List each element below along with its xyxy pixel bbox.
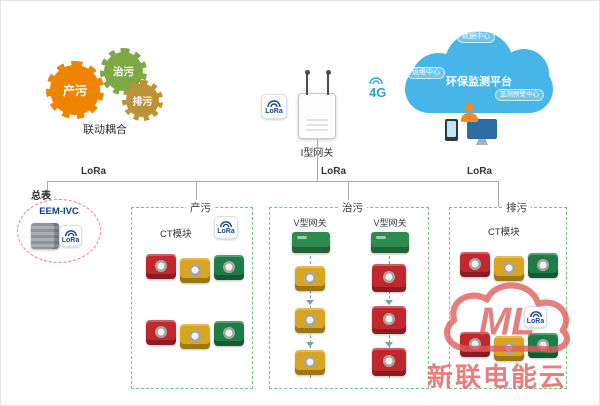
4g-label: 4G [369, 85, 387, 100]
connector-box-zhiwu [348, 181, 349, 207]
lora-badge-meter-label: LoRa [61, 236, 80, 244]
v-gateway-label-1: V型网关 [293, 218, 327, 228]
cloud-platform-group: 数据中心 运维中心 监测预警中心 环保监测平台 [399, 23, 559, 145]
computer-monitor-icon [467, 119, 497, 139]
lora-waves-icon [529, 310, 542, 317]
connector-gateway [317, 139, 318, 181]
lora-badge-chanwu-label: LoRa [217, 228, 235, 235]
cloud-platform-title: 环保监测平台 [446, 76, 512, 88]
ct-module-green [214, 321, 244, 346]
connector-box-paiwu [498, 181, 499, 207]
ct-module-green [528, 253, 558, 278]
antenna-icon [325, 70, 331, 95]
gear-discharge-pollution-icon: 排污 [122, 80, 163, 121]
gear-production-label: 产污 [62, 83, 87, 98]
user-person-icon [465, 103, 474, 112]
arrow-down-icon [385, 342, 393, 347]
connector-meter [47, 181, 48, 199]
lora-badge-meter: LoRa [59, 225, 82, 247]
v-gateway-device [371, 232, 409, 253]
arrow-down-icon [306, 300, 314, 305]
4g-network-icon: 4G [369, 77, 387, 100]
lora-badge-chanwu: LoRa [214, 216, 238, 239]
energy-meter-icon [31, 223, 59, 249]
ct-module-green [528, 333, 558, 358]
lora-bus-label-right: LoRa [467, 166, 492, 177]
cloud-bubble-data-center: 数据中心 [457, 31, 495, 44]
arrow-down-icon [306, 342, 314, 347]
lora-waves-icon [64, 229, 77, 236]
ct-module-red [372, 306, 406, 334]
lora-bus-label-mid: LoRa [321, 166, 346, 177]
cloud-bubble-warning-center: 监测预警中心 [495, 89, 544, 101]
group-box-chanwu: 产污 CT模块 LoRa [131, 200, 253, 389]
mobile-phone-icon [445, 119, 458, 141]
ct-module-red [146, 254, 176, 279]
gear-discharge-label: 排污 [132, 97, 153, 108]
group-box-paiwu-label: 排污 [502, 200, 531, 215]
lora-badge-paiwu-label: LoRa [526, 317, 545, 325]
ct-module-yellow [180, 324, 210, 349]
gear-production-pollution-icon: 产污 [46, 61, 104, 119]
group-box-chanwu-label: 产污 [186, 200, 215, 215]
ct-module-yellow [295, 308, 325, 333]
cloud-bubble-ops-center: 运维中心 [407, 67, 445, 80]
ct-module-yellow [494, 336, 524, 361]
ct-module-red [146, 320, 176, 345]
ct-module-red [460, 252, 490, 277]
v-gateway-device [292, 232, 330, 253]
lora-bus-label-left: LoRa [81, 166, 106, 177]
group-box-zhiwu-label: 治污 [338, 200, 367, 215]
main-meter-dashed-circle [17, 199, 101, 263]
lora-badge-gateway-label: LoRa [265, 107, 283, 115]
ct-module-yellow [180, 258, 210, 283]
main-meter-label: 总表 [31, 191, 51, 202]
v-gateway-label-2: V型网关 [373, 218, 407, 228]
connector-box-chanwu [196, 181, 197, 207]
lora-waves-icon [267, 99, 281, 107]
lora-bus-line [47, 181, 498, 182]
lora-waves-icon [220, 221, 232, 228]
ct-module-red [372, 264, 406, 292]
antenna-icon [304, 70, 310, 95]
ct-module-green [214, 255, 244, 280]
ct-module-red [460, 332, 490, 357]
ct-module-label-paiwu: CT模块 [488, 227, 520, 238]
gear-treatment-label: 治污 [113, 66, 134, 78]
main-meter-model: EEM-IVC [39, 206, 79, 217]
ct-module-red [372, 348, 406, 376]
arrow-down-icon [385, 300, 393, 305]
ct-module-label-chanwu: CT模块 [160, 229, 192, 240]
ct-module-yellow [295, 350, 325, 375]
user-person-icon [461, 113, 478, 122]
gear-treatment-pollution-icon: 治污 [100, 48, 147, 95]
group-box-zhiwu: 治污 V型网关 V型网关 [269, 200, 429, 389]
group-box-paiwu: 排污 CT模块 LoRa [449, 200, 567, 389]
ct-module-yellow [494, 256, 524, 281]
4g-signal-waves-icon [369, 77, 383, 85]
lora-badge-gateway: LoRa [261, 94, 287, 119]
type1-gateway-device [298, 70, 336, 139]
gear-caption: 联动耦合 [83, 124, 127, 136]
ct-module-yellow [295, 266, 325, 291]
lora-badge-paiwu: LoRa [524, 306, 547, 328]
